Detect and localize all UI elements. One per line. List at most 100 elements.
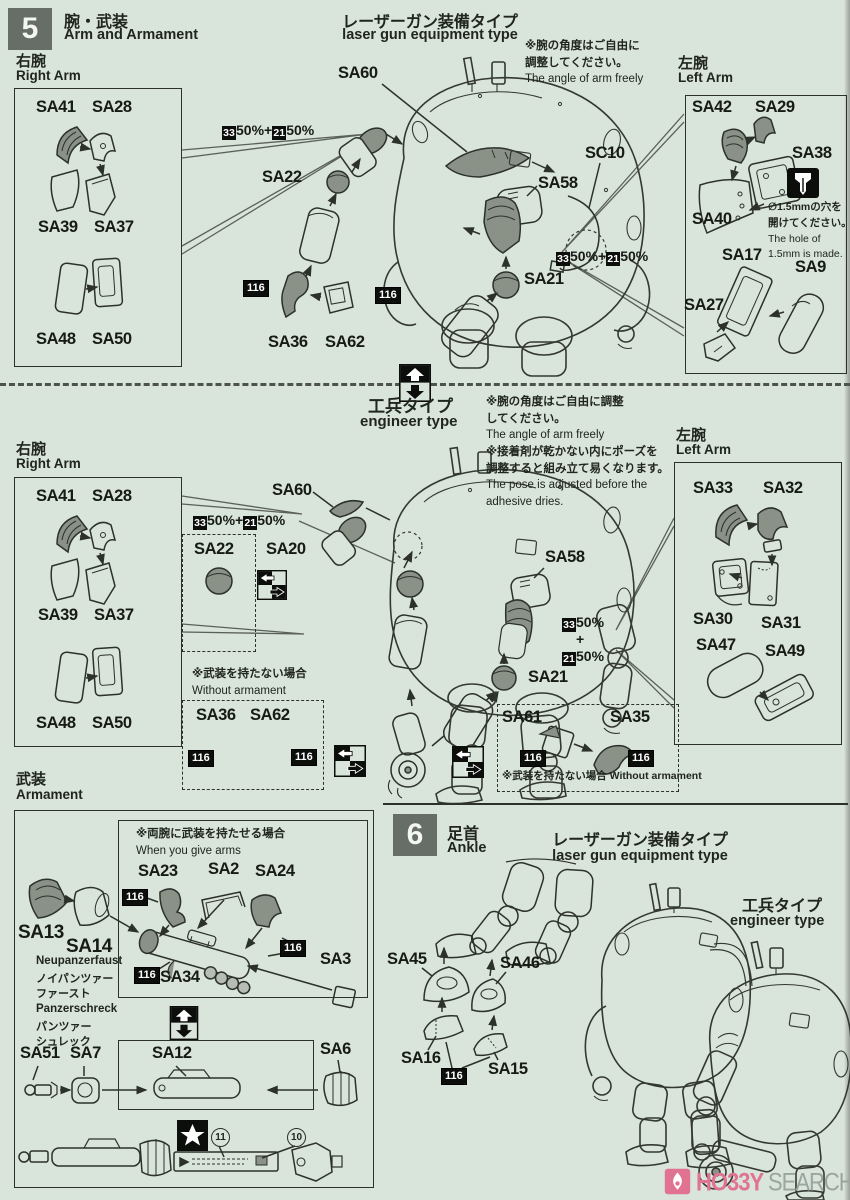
part-label-sa27: SA27 [684, 296, 724, 314]
armament-title-en: Armament [16, 787, 83, 802]
part-label-sc10: SC10 [585, 144, 625, 162]
part-label-sa36: SA36 [268, 333, 308, 351]
decal-star-icon [177, 1120, 208, 1151]
decal-number-10: 10 [287, 1128, 306, 1147]
part-label-sa15: SA15 [488, 1060, 528, 1078]
armament-title-jp: 武装 [16, 771, 47, 788]
panzerschreck-kana1: パンツァー [36, 1021, 92, 1033]
part-label-sa3: SA3 [320, 950, 351, 968]
part-label-sa40: SA40 [692, 210, 732, 228]
part-label-sa13: SA13 [18, 922, 64, 943]
paint-flag-116: 116 [243, 280, 269, 297]
part-label-sa24: SA24 [255, 862, 295, 880]
give-arms-box [118, 820, 368, 998]
paint-flag-116: 116 [122, 889, 148, 906]
paint-mix-stacked: 2150% [562, 648, 605, 666]
paint-chip-33: 33 [222, 126, 236, 140]
part-label-sa39: SA39 [38, 218, 78, 236]
step-number-5: 5 [8, 8, 52, 50]
part-label-sa2: SA2 [208, 860, 239, 878]
paint-mix-label: 3350%+2150% [193, 512, 286, 530]
part-label-sa22: SA22 [262, 168, 302, 186]
swap-parts-icon [334, 745, 366, 777]
part-label-sa30: SA30 [693, 610, 733, 628]
mid-left-arm-jp: 左腕 [676, 427, 707, 444]
mid-note: ※腕の角度はご自由に調整 してください。 The angle of arm fr… [486, 396, 669, 509]
part-label-sa41: SA41 [36, 487, 76, 505]
watermark-hobby: HO33Y [696, 1168, 764, 1196]
s6-ankle-parts [421, 946, 508, 1069]
armament-box [14, 810, 374, 1188]
mid-title-en: engineer type [360, 413, 458, 430]
part-label-sa48: SA48 [36, 330, 76, 348]
mid-right-arm-box [14, 477, 182, 747]
part-label-sa32: SA32 [763, 479, 803, 497]
mid-noarm-note-left: ※武装を持たない場合 Without armament [192, 668, 307, 697]
part-label-sa51: SA51 [20, 1044, 60, 1062]
s5-angle-note-jp2: 調整してください。 [525, 56, 628, 69]
part-label-sa38: SA38 [792, 144, 832, 162]
mid-alt-part-box [182, 534, 256, 652]
step-number-6: 6 [393, 814, 437, 856]
updown-arrows-icon [169, 1006, 199, 1040]
mid-noarm-box-right [497, 704, 679, 792]
s5-right-arm-jp: 右腕 [16, 53, 47, 70]
part-label-sa45: SA45 [387, 950, 427, 968]
robot-engineer-bottom [690, 940, 850, 1200]
part-label-sa61: SA61 [502, 708, 542, 726]
part-label-sa33: SA33 [693, 479, 733, 497]
panzerschreck-label: Panzerschreck [36, 1003, 118, 1015]
part-label-sa7: SA7 [70, 1044, 101, 1062]
neupanzerfaust-label: Neupanzerfaust [36, 955, 123, 967]
part-label-sa35: SA35 [610, 708, 650, 726]
swap-parts-icon [257, 570, 287, 600]
part-label-sa34: SA34 [160, 968, 200, 986]
paint-flag-116: 116 [291, 749, 317, 766]
s5-left-arm-box [685, 95, 847, 374]
paint-flag-116: 116 [628, 750, 654, 767]
panzerschreck-kana2: シュレック [36, 1036, 91, 1048]
part-label-sa21: SA21 [528, 668, 568, 686]
mid-right-arm-en: Right Arm [16, 456, 81, 471]
s5-left-arm-jp: 左腕 [678, 55, 709, 72]
s5-title-jp: 腕・武装 [64, 14, 129, 31]
s5-center-arm-assembly [281, 83, 556, 319]
s5-angle-note-en: The angle of arm freely [525, 73, 644, 86]
paint-mix-plus: + [576, 631, 585, 647]
robot-laser-top [383, 56, 651, 377]
paint-mix-stacked: 3350% [562, 614, 605, 632]
updown-arrows-icon [399, 364, 431, 402]
part-label-sa41: SA41 [36, 98, 76, 116]
part-label-sa46: SA46 [500, 954, 540, 972]
paint-flag-116: 116 [188, 750, 214, 767]
part-label-sa28: SA28 [92, 98, 132, 116]
part-label-sa58: SA58 [538, 174, 578, 192]
decal-number-11: 11 [211, 1128, 230, 1147]
part-label-sa6: SA6 [320, 1040, 351, 1058]
part-label-sa60: SA60 [338, 64, 378, 82]
s5-right-arm-en: Right Arm [16, 68, 81, 83]
part-label-sa42: SA42 [692, 98, 732, 116]
s6-title-jp: 足首 [447, 826, 480, 843]
part-label-sa36: SA36 [196, 706, 236, 724]
launcher-core-box [118, 1040, 314, 1110]
s5-title-en: Arm and Armament [64, 27, 199, 43]
s5-angle-note: ※腕の角度はご自由に 調整してください。 The angle of arm fr… [525, 38, 643, 88]
part-label-sa22: SA22 [194, 540, 234, 558]
part-label-sa50: SA50 [92, 714, 132, 732]
part-label-sa37: SA37 [94, 218, 134, 236]
s5-drill-note: ∅1.5mmの穴を 開けてください。 The hole of 1.5mm is … [768, 201, 850, 261]
mid-center-arm-assembly [205, 491, 498, 799]
part-label-sa31: SA31 [761, 614, 801, 632]
s6-variant-title-en: laser gun equipment type [552, 848, 728, 864]
mid-left-arm-en: Left Arm [676, 442, 732, 457]
part-label-sa39: SA39 [38, 606, 78, 624]
s6-top-rule [383, 803, 848, 805]
paint-mix-label: 3350%+2150% [556, 248, 649, 266]
part-label-sa48: SA48 [36, 714, 76, 732]
part-label-sa20: SA20 [266, 540, 306, 558]
s5-angle-note-jp1: ※腕の角度はご自由に [525, 40, 640, 52]
s6-title-en: Ankle [447, 840, 487, 856]
part-label-sa47: SA47 [696, 636, 736, 654]
neupanzerfaust-kana1: ノイパンツァー [36, 973, 114, 985]
